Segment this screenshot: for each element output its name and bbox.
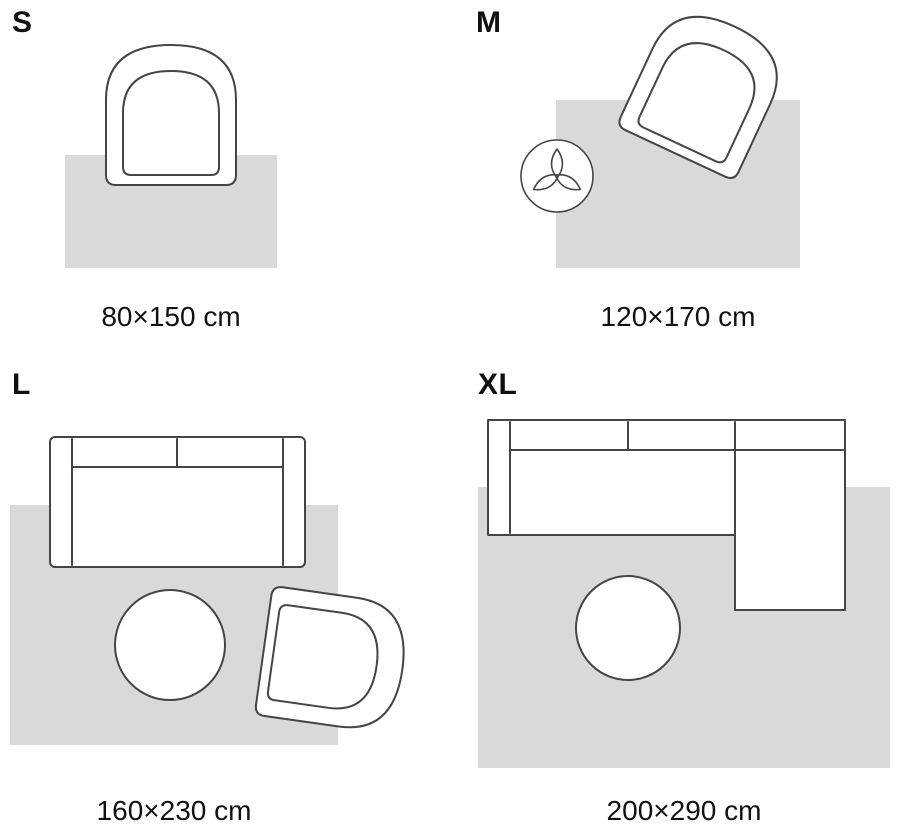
sofa-icon [49, 436, 306, 568]
size-caption: 160×230 cm [96, 795, 252, 826]
plant-icon [520, 139, 594, 213]
size-label: XL [478, 368, 518, 401]
armchair-icon [618, 15, 778, 179]
size-caption: 200×290 cm [606, 795, 762, 826]
size-label: S [12, 6, 33, 39]
size-card-xl: XL 200×290 cm [450, 350, 900, 840]
size-diagram-m [520, 15, 800, 268]
size-label: M [476, 6, 502, 39]
size-caption: 120×170 cm [600, 301, 756, 332]
size-caption: 80×150 cm [101, 301, 241, 332]
armchair-icon [254, 586, 405, 729]
size-diagram-s [65, 44, 277, 268]
size-diagram-xl [478, 419, 890, 768]
size-card-s: S 80×150 cm [0, 0, 450, 350]
corner-sofa-icon [487, 419, 846, 611]
armchair-icon [105, 44, 237, 186]
round-table-icon [575, 575, 681, 681]
round-table-icon [114, 589, 226, 701]
size-card-m: M 120×170 cm [450, 0, 900, 350]
size-diagram-l [10, 436, 405, 745]
size-label: L [12, 368, 31, 401]
size-card-l: L 160×230 cm [0, 350, 450, 840]
